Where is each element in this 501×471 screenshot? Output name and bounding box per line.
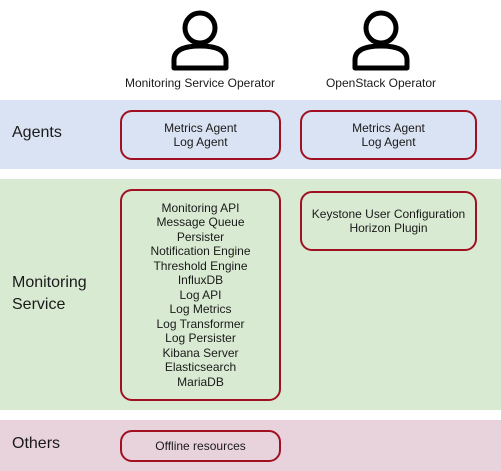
actor-monitoring-service-operator: Monitoring Service Operator: [100, 0, 300, 100]
monitoring-service-components-box: Monitoring API Message Queue Persister N…: [120, 189, 281, 401]
box-line: Kibana Server: [162, 345, 239, 360]
box-line: Threshold Engine: [153, 258, 248, 273]
box-line: MariaDB: [177, 374, 224, 389]
box-line: Log Agent: [173, 135, 228, 149]
others-band: Others Offline resources: [0, 420, 501, 471]
box-line: Keystone User Configuration: [311, 206, 466, 221]
box-line: Log Transformer: [156, 316, 245, 331]
offline-resources-box: Offline resources: [120, 430, 281, 462]
person-icon: [352, 10, 410, 71]
monitoring-agents-box: Metrics Agent Log Agent: [120, 110, 281, 160]
band-label-line: Service: [12, 296, 66, 313]
box-line: Message Queue: [156, 215, 245, 230]
band-label-others: Others: [12, 435, 61, 452]
box-line: Log Agent: [361, 135, 416, 149]
box-line: Horizon Plugin: [349, 221, 428, 235]
box-line: Metrics Agent: [352, 120, 425, 135]
agents-band: Agents Metrics Agent Log Agent Metrics A…: [0, 100, 501, 169]
actor-openstack-operator: OpenStack Operator: [281, 0, 481, 100]
box-line: Persister: [176, 229, 225, 244]
monitoring-service-band: Monitoring Service Monitoring API Messag…: [0, 179, 501, 410]
band-label-line: Monitoring: [12, 274, 87, 291]
band-label-agents: Agents: [12, 124, 62, 141]
box-line: Metrics Agent: [164, 120, 237, 135]
box-line: Log Metrics: [169, 302, 232, 317]
box-line: Notification Engine: [150, 244, 251, 259]
box-line: Elasticsearch: [164, 360, 237, 375]
box-line: Log API: [179, 287, 222, 302]
box-line: InfluxDB: [177, 273, 224, 288]
openstack-agents-box: Metrics Agent Log Agent: [300, 110, 477, 160]
box-line: Log Persister: [165, 331, 236, 346]
band-label-monitoring-service: Monitoring Service: [12, 272, 87, 316]
person-icon: [171, 10, 229, 71]
openstack-components-box: Keystone User Configuration Horizon Plug…: [300, 191, 477, 251]
box-line: Offline resources: [155, 438, 246, 453]
actor-label: Monitoring Service Operator: [124, 76, 276, 90]
box-line: Monitoring API: [161, 200, 240, 215]
actor-label: OpenStack Operator: [325, 76, 437, 90]
